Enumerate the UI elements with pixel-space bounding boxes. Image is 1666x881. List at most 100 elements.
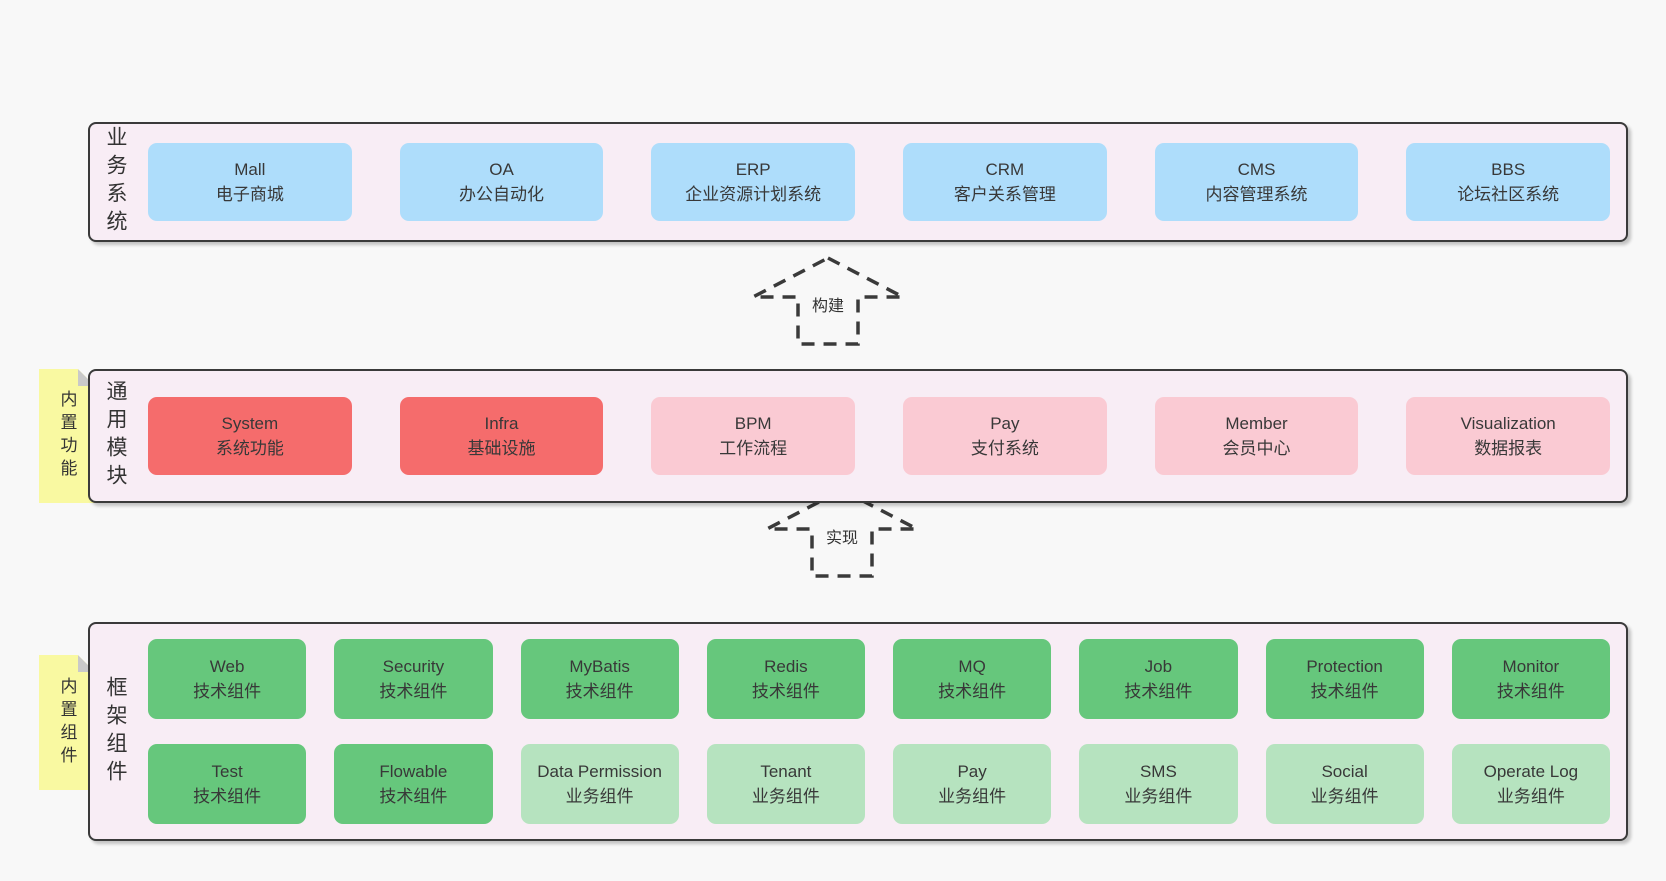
up-arrow-icon bbox=[766, 488, 918, 578]
layer-label: 业务系统 bbox=[90, 126, 140, 238]
system-box-oa: OA 办公自动化 bbox=[399, 143, 604, 221]
component-box-mq: MQ 技术组件 bbox=[893, 639, 1052, 719]
box-subtitle: 支付系统 bbox=[970, 439, 1039, 458]
box-subtitle: 业务组件 bbox=[1496, 787, 1565, 806]
box-title: MQ bbox=[958, 656, 986, 676]
component-box-pay: Pay 业务组件 bbox=[893, 744, 1052, 824]
box-title: System bbox=[221, 413, 279, 433]
layer-label: 通用模块 bbox=[90, 380, 140, 492]
layer-business-systems: 业务系统 Mall 电子商城 OA 办公自动化 ERP 企业资源计划系统 CRM… bbox=[88, 122, 1628, 242]
component-box-test: Test 技术组件 bbox=[148, 744, 307, 824]
box-subtitle: 数据报表 bbox=[1474, 439, 1543, 458]
component-box-social: Social 业务组件 bbox=[1265, 744, 1424, 824]
box-title: ERP bbox=[735, 159, 771, 179]
component-box-grid: Web 技术组件 Security 技术组件 MyBatis 技术组件 Redi… bbox=[140, 639, 1626, 824]
arrow-label: 构建 bbox=[807, 291, 849, 317]
box-subtitle: 企业资源计划系统 bbox=[685, 185, 822, 204]
box-subtitle: 技术组件 bbox=[1310, 682, 1379, 701]
layer-label: 框架组件 bbox=[90, 676, 140, 788]
box-subtitle: 技术组件 bbox=[379, 682, 448, 701]
sticky-note-text: 内置功能 bbox=[57, 390, 77, 482]
component-box-web: Web 技术组件 bbox=[148, 639, 307, 719]
box-subtitle: 业务组件 bbox=[751, 787, 820, 806]
component-box-redis: Redis 技术组件 bbox=[706, 639, 865, 719]
component-box-data-permission: Data Permission 业务组件 bbox=[520, 744, 679, 824]
box-subtitle: 业务组件 bbox=[1310, 787, 1379, 806]
box-title: Data Permission bbox=[537, 761, 662, 781]
component-box-flowable: Flowable 技术组件 bbox=[334, 744, 493, 824]
box-subtitle: 工作流程 bbox=[719, 439, 788, 458]
component-box-operate-log: Operate Log 业务组件 bbox=[1451, 744, 1610, 824]
system-box-erp: ERP 企业资源计划系统 bbox=[651, 143, 856, 221]
box-subtitle: 电子商城 bbox=[215, 185, 284, 204]
system-box-mall: Mall 电子商城 bbox=[148, 143, 352, 221]
box-title: Social bbox=[1321, 761, 1368, 781]
box-subtitle: 技术组件 bbox=[751, 682, 820, 701]
module-box-infra: Infra 基础设施 bbox=[399, 397, 604, 475]
box-subtitle: 技术组件 bbox=[193, 787, 262, 806]
box-subtitle: 客户关系管理 bbox=[953, 185, 1056, 204]
business-box-row: Mall 电子商城 OA 办公自动化 ERP 企业资源计划系统 CRM 客户关系… bbox=[140, 143, 1626, 221]
build-arrow: 构建 bbox=[748, 255, 908, 347]
box-subtitle: 技术组件 bbox=[1496, 682, 1565, 701]
box-title: Mall bbox=[234, 159, 266, 179]
layer-label-text: 框架组件 bbox=[104, 675, 127, 788]
layer-framework-components: 框架组件 Web 技术组件 Security 技术组件 MyBatis 技术组件… bbox=[88, 622, 1628, 841]
component-box-monitor: Monitor 技术组件 bbox=[1451, 639, 1610, 719]
arrow-label: 实现 bbox=[821, 523, 863, 549]
sticky-note-builtin-components: 内置组件 bbox=[39, 655, 95, 790]
module-box-system: System 系统功能 bbox=[148, 397, 352, 475]
layer-common-modules: 通用模块 System 系统功能 Infra 基础设施 BPM 工作流程 Pay… bbox=[88, 369, 1628, 503]
box-subtitle: 技术组件 bbox=[938, 682, 1007, 701]
box-title: BBS bbox=[1491, 159, 1526, 179]
box-title: Tenant bbox=[760, 761, 812, 781]
box-subtitle: 业务组件 bbox=[938, 787, 1007, 806]
component-box-sms: SMS 业务组件 bbox=[1079, 744, 1238, 824]
box-title: Monitor bbox=[1502, 656, 1560, 676]
box-subtitle: 内容管理系统 bbox=[1205, 185, 1308, 204]
box-title: Test bbox=[211, 761, 243, 781]
box-title: CMS bbox=[1237, 159, 1276, 179]
box-title: Security bbox=[382, 656, 445, 676]
layer-label-text: 业务系统 bbox=[104, 126, 127, 238]
box-subtitle: 业务组件 bbox=[1124, 787, 1193, 806]
box-title: SMS bbox=[1139, 761, 1177, 781]
box-subtitle: 办公自动化 bbox=[459, 185, 544, 204]
box-title: Infra bbox=[484, 413, 519, 433]
component-box-protection: Protection 技术组件 bbox=[1265, 639, 1424, 719]
up-arrow-icon bbox=[752, 256, 904, 346]
box-title: Web bbox=[209, 656, 245, 676]
box-title: Visualization bbox=[1460, 413, 1556, 433]
sticky-note-text: 内置组件 bbox=[57, 676, 77, 769]
system-box-bbs: BBS 论坛社区系统 bbox=[1406, 143, 1611, 221]
box-subtitle: 会员中心 bbox=[1222, 439, 1291, 458]
component-row-2: Test 技术组件 Flowable 技术组件 Data Permission … bbox=[148, 744, 1610, 824]
box-subtitle: 技术组件 bbox=[1124, 682, 1193, 701]
box-subtitle: 系统功能 bbox=[215, 439, 284, 458]
implement-arrow: 实现 bbox=[762, 487, 922, 579]
layer-label-text: 通用模块 bbox=[104, 380, 127, 492]
component-row-1: Web 技术组件 Security 技术组件 MyBatis 技术组件 Redi… bbox=[148, 639, 1610, 719]
component-box-mybatis: MyBatis 技术组件 bbox=[520, 639, 679, 719]
module-box-member: Member 会员中心 bbox=[1154, 397, 1359, 475]
box-subtitle: 业务组件 bbox=[565, 787, 634, 806]
box-title: Protection bbox=[1306, 656, 1383, 676]
box-title: Flowable bbox=[379, 761, 448, 781]
box-title: Pay bbox=[957, 761, 987, 781]
box-title: Operate Log bbox=[1483, 761, 1579, 781]
box-title: Job bbox=[1144, 656, 1173, 676]
system-box-crm: CRM 客户关系管理 bbox=[903, 143, 1107, 221]
box-subtitle: 基础设施 bbox=[467, 439, 536, 458]
box-title: CRM bbox=[985, 159, 1025, 179]
box-title: Redis bbox=[764, 656, 808, 676]
component-box-job: Job 技术组件 bbox=[1079, 639, 1238, 719]
box-subtitle: 技术组件 bbox=[193, 682, 262, 701]
box-title: Member bbox=[1225, 413, 1288, 433]
box-title: Pay bbox=[990, 413, 1020, 433]
box-subtitle: 技术组件 bbox=[379, 787, 448, 806]
component-box-security: Security 技术组件 bbox=[334, 639, 493, 719]
module-box-pay: Pay 支付系统 bbox=[903, 397, 1107, 475]
module-box-bpm: BPM 工作流程 bbox=[651, 397, 856, 475]
sticky-note-builtin-features: 内置功能 bbox=[39, 369, 95, 503]
box-title: OA bbox=[489, 159, 514, 179]
